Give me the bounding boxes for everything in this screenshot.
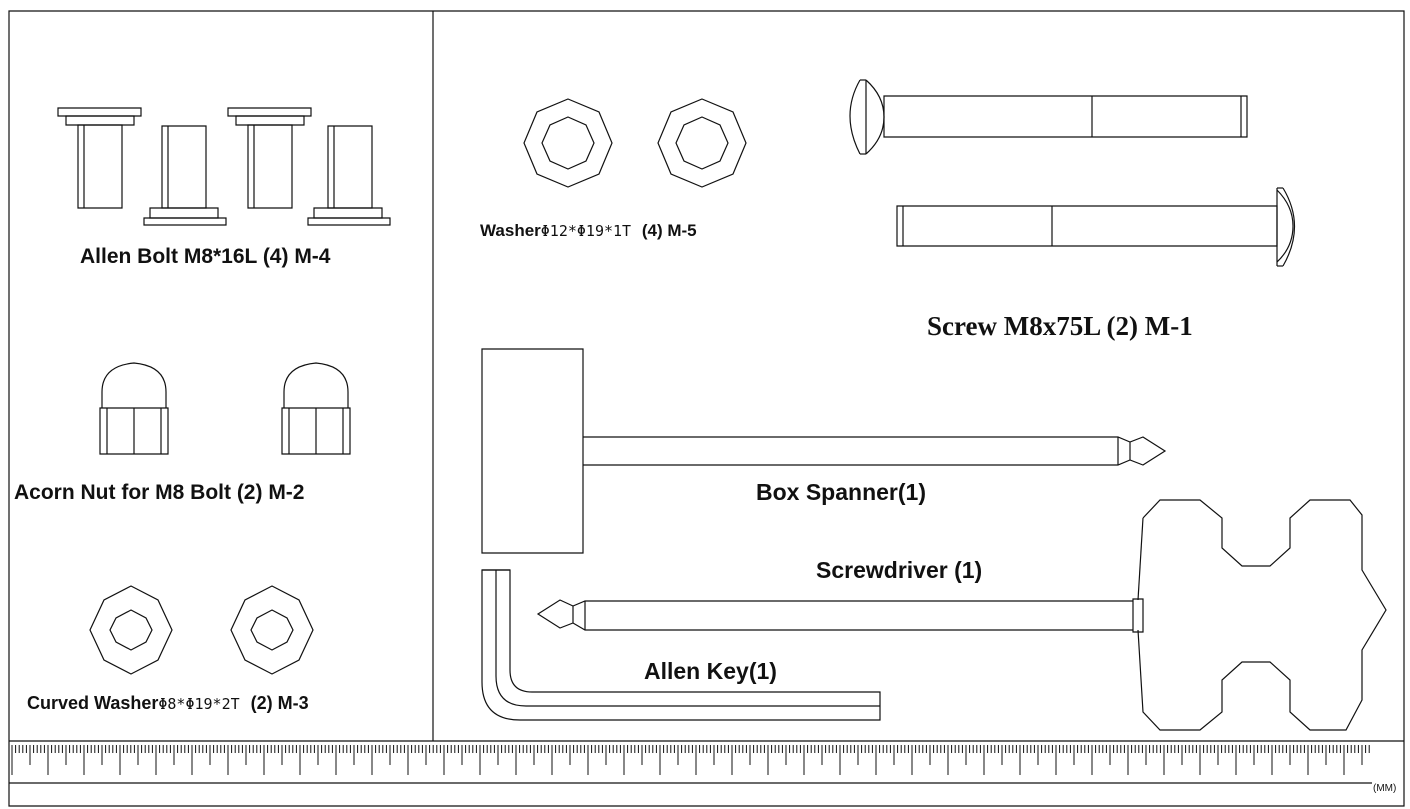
allen-bolt-drawing [58, 108, 390, 225]
washer-label: WasherΦ12*Φ19*1T (4) M-5 [480, 222, 697, 239]
acorn-nut-drawing [100, 363, 350, 454]
screw-label: Screw M8x75L (2) M-1 [927, 311, 1193, 341]
box-spanner-label: Box Spanner(1) [756, 479, 926, 505]
screw-drawing [850, 80, 1295, 266]
curved-washer-drawing [90, 586, 313, 674]
ruler-ticks [12, 745, 1369, 775]
curved-washer-qty: (2) M-3 [250, 693, 309, 713]
washer-qty: (4) M-5 [641, 221, 697, 240]
curved-washer-name: Curved Washer [27, 693, 159, 713]
outer-frame [9, 11, 1404, 806]
allen-key-label: Allen Key(1) [644, 658, 777, 684]
ruler-unit-label: (MM) [1373, 783, 1397, 794]
washer-drawing [524, 99, 746, 187]
curved-washer-label: Curved WasherΦ8*Φ19*2T (2) M-3 [27, 694, 309, 712]
allen-key-drawing [482, 570, 880, 720]
screwdriver-drawing [538, 500, 1386, 730]
washer-name: Washer [480, 221, 541, 240]
allen-bolt-label: Allen Bolt M8*16L (4) M-4 [80, 245, 331, 268]
washer-size: Φ12*Φ19*1T [540, 222, 632, 240]
acorn-nut-label: Acorn Nut for M8 Bolt (2) M-2 [14, 481, 305, 504]
curved-washer-size: Φ8*Φ19*2T [158, 695, 240, 713]
box-spanner-drawing [482, 349, 1165, 553]
screwdriver-label: Screwdriver (1) [816, 557, 983, 583]
